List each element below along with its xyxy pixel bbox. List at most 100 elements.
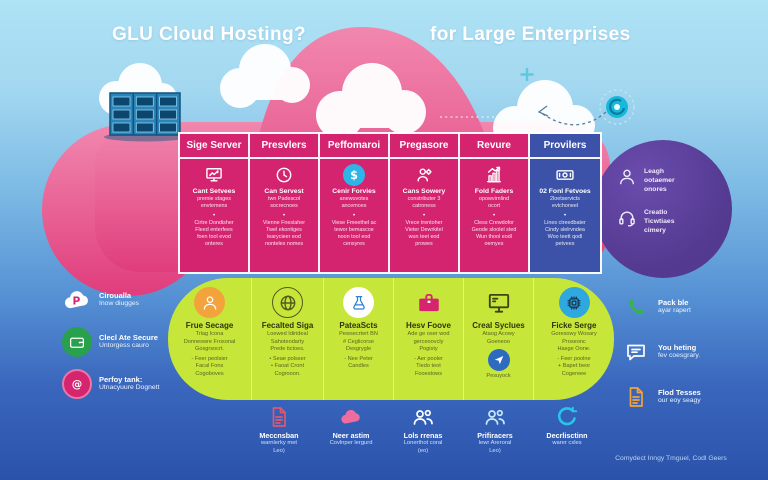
green-column: Hesv Foove Ade ge oser wod gerceoovcly P… bbox=[394, 278, 464, 400]
badge-text: Leagh ootaemer onores bbox=[644, 168, 675, 194]
feature-subtitle: warnlerky met Leo) bbox=[260, 440, 298, 454]
green-column-body: Pewsecrtert BN # Ceglicorse Desgrygle bbox=[339, 331, 378, 353]
column-label: Cant Setvees bbox=[192, 188, 236, 195]
green-column: Creal Syclues Ataog Acowy Goeneoo Pesuyo… bbox=[464, 278, 534, 400]
column-subtext: constributer 3 catroness bbox=[407, 196, 441, 210]
table-column: Peffomaroi Cenir Forvies anewuvotes ance… bbox=[320, 134, 390, 272]
title-right: for Large Enterprises bbox=[430, 24, 631, 45]
green-column-body: Goresowy Wosary Proseonc Hasge Oone. bbox=[551, 331, 597, 353]
column-label: Cenir Forvies bbox=[332, 188, 376, 195]
column-header: Provilers bbox=[530, 134, 600, 159]
feature-text: Ciroualla Inow diugges bbox=[99, 291, 139, 310]
feature-item: Meccnsban warnlerky met Leo) bbox=[246, 404, 312, 455]
feature-title: Ciroualla bbox=[99, 290, 132, 300]
feature-title: Pack ble bbox=[658, 297, 689, 307]
feature-item: You heting fev coesgrary. bbox=[621, 335, 763, 369]
green-column-footer: - Aer pooler Tiedo teot Fooestows bbox=[414, 355, 443, 377]
doc-icon bbox=[621, 382, 651, 412]
column-subtext: opowvirnlind ocort bbox=[479, 196, 509, 210]
sync-icon bbox=[599, 89, 635, 125]
gear-person-icon bbox=[413, 164, 435, 186]
green-column-body: Ade ge oser wod gerceoovcly Pogisty bbox=[407, 331, 450, 353]
table-column: Sige Server Cant Setvees premie stages e… bbox=[180, 134, 250, 272]
feature-subtitle: our eoy seagy bbox=[658, 397, 701, 405]
feature-text: Flod Tesses our eoy seagy bbox=[658, 388, 701, 407]
green-column-body: Trlag Icona Donneswre Frosonal Gosgrsocr… bbox=[183, 331, 236, 353]
column-body: Fold Faders opowvirnlind ocort • Cless C… bbox=[460, 159, 528, 272]
feature-subtitle: warer cxles bbox=[552, 440, 582, 446]
badge-text: Creatlo Ticwtiaes cimery bbox=[644, 208, 675, 234]
refresh-icon bbox=[534, 404, 600, 430]
white-cloud-center bbox=[220, 44, 310, 108]
person-icon bbox=[194, 287, 225, 318]
bullet-separator: • bbox=[282, 213, 286, 220]
wallet-icon bbox=[62, 327, 92, 357]
server-rack-icon bbox=[104, 92, 188, 142]
feature-item: Neer astim Covlnper lergurd bbox=[318, 404, 384, 455]
column-detail: Cirtre Dondisher Fleed enterfees foen to… bbox=[194, 220, 234, 248]
green-feature-panel: Frue Secage Trlag Icona Donneswre Froson… bbox=[168, 278, 614, 400]
cloud-icon bbox=[318, 404, 384, 430]
feature-item: Decrlisctinn warer cxles bbox=[534, 404, 600, 455]
send-icon bbox=[487, 349, 510, 372]
badge-item: Leagh ootaemer onores bbox=[617, 167, 722, 195]
feature-title: Meccnsban bbox=[259, 431, 299, 440]
green-column-footer: - Feer peolsier Facal Fons Cogoboves bbox=[191, 355, 228, 377]
green-column-footer: Pesuyock bbox=[486, 373, 511, 380]
bullet-separator: • bbox=[212, 213, 216, 220]
bullet-separator: • bbox=[563, 213, 567, 220]
column-body: 02 Fonl Fetvoes 2loetservicts evtchoneel… bbox=[530, 159, 600, 272]
feature-item: Flod Tesses our eoy seagy bbox=[621, 380, 763, 414]
briefcase-icon bbox=[413, 287, 444, 318]
column-label: 02 Fonl Fetvoes bbox=[539, 188, 591, 195]
feature-item: Clecl Ate Secure Untorgess cauro bbox=[62, 325, 184, 359]
title-left: GLU Cloud Hosting? bbox=[112, 24, 306, 45]
column-header: Presvlers bbox=[250, 134, 318, 159]
bullet-separator: • bbox=[422, 213, 426, 220]
feature-title: Flod Tesses bbox=[658, 387, 701, 397]
dashed-arrow bbox=[440, 105, 607, 126]
phone-icon bbox=[621, 292, 651, 322]
left-feature-list: Ciroualla Inow diugges Clecl Ate Secure … bbox=[62, 283, 184, 401]
feature-subtitle: Lonerthot coral (eo) bbox=[403, 440, 443, 454]
column-detail: Lines ctreedbater Cindy slelrvndea Woo t… bbox=[544, 220, 586, 248]
monitor-icon bbox=[483, 287, 514, 318]
feature-subtitle: Covlnper lergurd bbox=[329, 440, 373, 446]
green-column: Frue Secage Trlag Icona Donneswre Froson… bbox=[168, 278, 252, 400]
chat-icon bbox=[621, 337, 651, 367]
feature-subtitle: Inow diugges bbox=[99, 300, 140, 308]
feature-item: Lols rrenas Lonerthot coral (eo) bbox=[390, 404, 456, 455]
green-column-title: Frue Secage bbox=[185, 321, 234, 330]
globe-icon bbox=[272, 287, 303, 318]
feature-item: Ciroualla Inow diugges bbox=[62, 283, 184, 317]
column-subtext: premie stages envtemens bbox=[197, 196, 231, 210]
feature-title: Lols rrenas bbox=[403, 431, 443, 440]
column-header: Revure bbox=[460, 134, 528, 159]
table-column: Revure Fold Faders opowvirnlind ocort • … bbox=[460, 134, 530, 272]
users-icon bbox=[462, 404, 528, 430]
green-column-body: Loewed Idirideal Sahoteodarty Prede tict… bbox=[267, 331, 308, 353]
feature-subtitle: ayar rapert bbox=[658, 307, 691, 315]
at-icon bbox=[62, 369, 92, 399]
feature-title: Decrlisctinn bbox=[546, 431, 588, 440]
plus-icon bbox=[520, 68, 534, 81]
green-column-title: Hesv Foove bbox=[406, 321, 451, 330]
feature-title: Clecl Ate Secure bbox=[99, 332, 158, 342]
board-icon bbox=[203, 164, 225, 186]
bottom-feature-list: Meccnsban warnlerky met Leo) Neer astim … bbox=[246, 404, 600, 455]
feature-text: Clecl Ate Secure Untorgess cauro bbox=[99, 333, 158, 352]
column-header: Sige Server bbox=[180, 134, 248, 159]
feature-text: You heting fev coesgrary. bbox=[658, 343, 700, 362]
feature-title: Perfoy tank: bbox=[99, 374, 143, 384]
table-column: Pregasore Cans Sowery constributer 3 cat… bbox=[390, 134, 460, 272]
feature-title: You heting bbox=[658, 342, 697, 352]
feature-text: Pack ble ayar rapert bbox=[658, 298, 691, 317]
column-detail: Vrece trentoher Vieter Dewrkitel wun tee… bbox=[405, 220, 443, 248]
badge-item: Creatlo Ticwtiaes cimery bbox=[617, 208, 722, 236]
column-detail: Cless Crewdofor Geode sloolel sted Wun t… bbox=[471, 220, 517, 248]
cloud-p-icon bbox=[62, 285, 92, 315]
banknote-icon bbox=[554, 164, 576, 186]
green-column-body: Ataog Acowy Goeneoo bbox=[482, 331, 515, 345]
feature-item: Perfoy tank: Utnacyuure Dognett bbox=[62, 367, 184, 401]
